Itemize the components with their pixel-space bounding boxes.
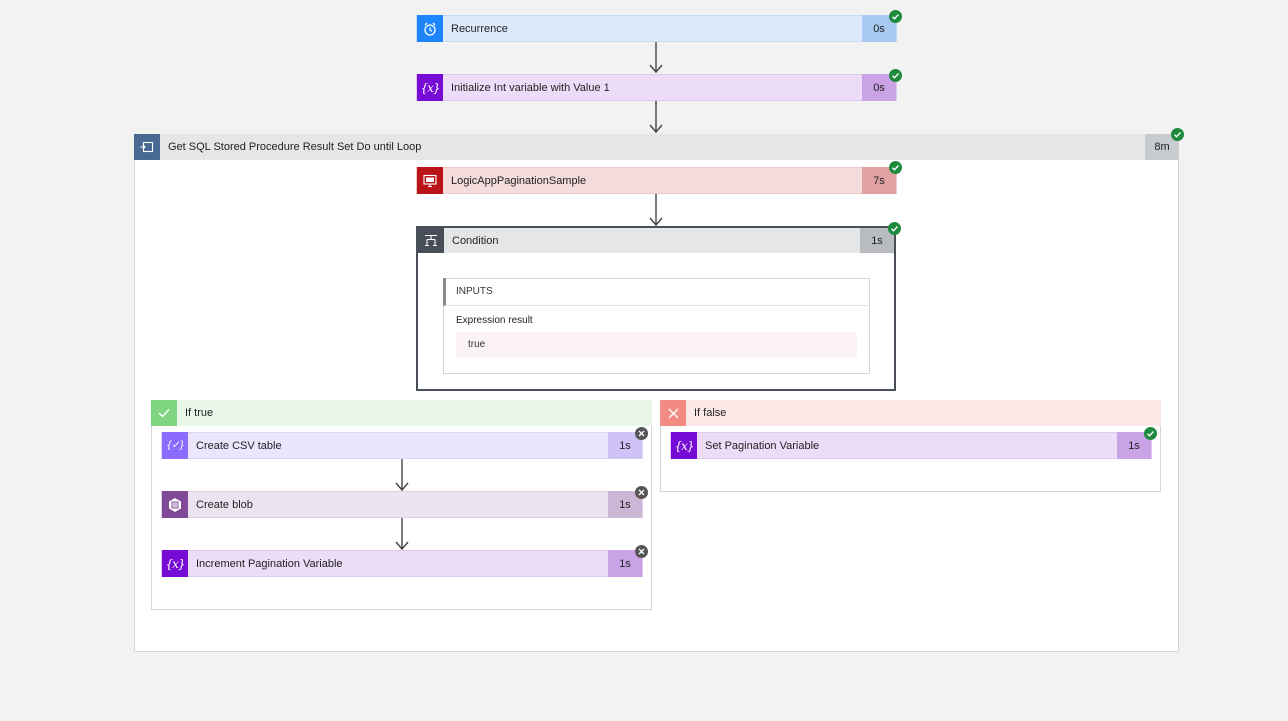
success-check-icon <box>889 69 902 82</box>
condition-label: Condition <box>452 234 499 247</box>
create-csv-table-duration: 1s <box>608 432 642 459</box>
flow-arrow <box>395 518 409 551</box>
until-loop-icon <box>134 134 160 160</box>
blob-storage-icon <box>162 491 188 518</box>
condition-icon <box>418 228 444 253</box>
create-csv-table-label: Create CSV table <box>196 439 282 452</box>
condition-inputs-panel <box>443 278 870 374</box>
sql-stored-procedure-action-card[interactable]: LogicAppPaginationSample 7s <box>416 167 897 194</box>
alarm-clock-icon <box>417 15 443 42</box>
close-x-icon <box>660 400 686 426</box>
inputs-section-title: INPUTS <box>443 278 870 306</box>
success-check-icon <box>889 161 902 174</box>
until-loop-label: Get SQL Stored Procedure Result Set Do u… <box>168 141 422 153</box>
skipped-x-icon <box>635 486 648 499</box>
sql-server-icon <box>417 167 443 194</box>
flow-arrow <box>649 101 663 134</box>
until-loop-header[interactable]: Get SQL Stored Procedure Result Set Do u… <box>134 134 1179 160</box>
if-true-label: If true <box>185 407 214 419</box>
initialize-variable-action-card[interactable]: {x} Initialize Int variable with Value 1… <box>416 74 897 101</box>
success-check-icon <box>889 10 902 23</box>
create-blob-label: Create blob <box>196 498 253 511</box>
recurrence-label: Recurrence <box>451 22 508 35</box>
if-false-header[interactable]: If false <box>660 400 1161 426</box>
flow-arrow <box>395 459 409 492</box>
data-operations-icon: {✓} <box>162 432 188 459</box>
flow-arrow <box>649 42 663 74</box>
flow-arrow <box>649 194 663 227</box>
increment-variable-label: Increment Pagination Variable <box>196 557 343 570</box>
success-check-icon <box>1144 427 1157 440</box>
increment-pagination-variable-action-card[interactable]: {x} Increment Pagination Variable 1s <box>161 550 643 577</box>
variable-icon: {x} <box>162 550 188 577</box>
sql-action-label: LogicAppPaginationSample <box>451 174 587 187</box>
skipped-x-icon <box>635 427 648 440</box>
skipped-x-icon <box>635 545 648 558</box>
variable-icon: {x} <box>671 432 697 459</box>
initialize-variable-label: Initialize Int variable with Value 1 <box>451 81 610 94</box>
set-variable-label: Set Pagination Variable <box>705 439 820 452</box>
if-true-header[interactable]: If true <box>151 400 652 426</box>
success-check-icon <box>1171 128 1184 141</box>
create-blob-action-card[interactable]: Create blob 1s <box>161 491 643 518</box>
condition-header[interactable]: Condition 1s <box>418 228 894 253</box>
create-csv-table-action-card[interactable]: {✓} Create CSV table 1s <box>161 432 643 459</box>
expression-result-label: Expression result <box>456 315 533 326</box>
recurrence-action-card[interactable]: Recurrence 0s <box>416 15 897 42</box>
expression-result-value: true <box>456 332 857 358</box>
variable-icon: {x} <box>417 74 443 101</box>
checkmark-icon <box>151 400 177 426</box>
success-check-icon <box>888 222 901 235</box>
set-pagination-variable-action-card[interactable]: {x} Set Pagination Variable 1s <box>670 432 1152 459</box>
if-false-label: If false <box>694 407 727 419</box>
